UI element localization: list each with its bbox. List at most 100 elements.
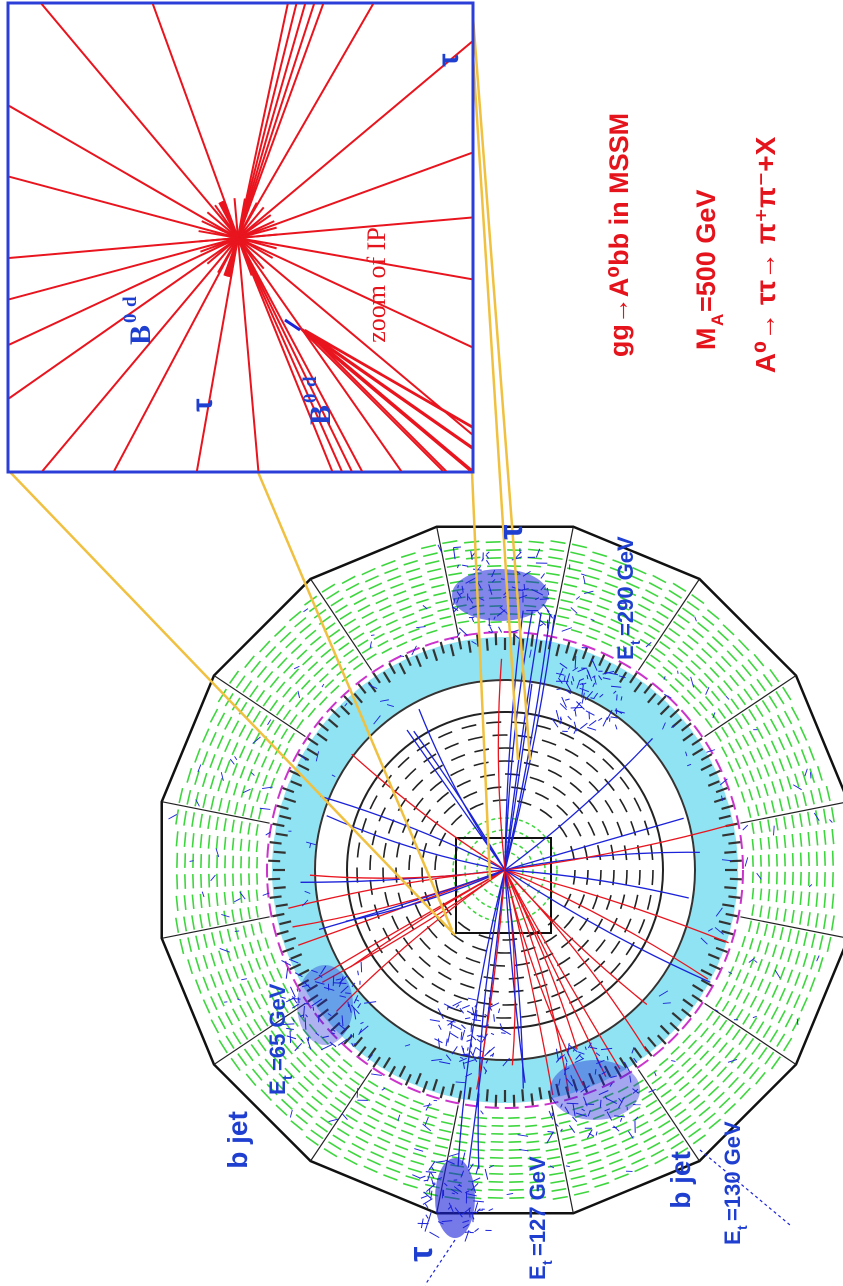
hit [353, 995, 359, 1004]
calo-segment [528, 548, 543, 552]
hit [623, 1061, 631, 1072]
hit [434, 1038, 443, 1044]
tracker-dash [643, 820, 650, 836]
tracker-dash [450, 814, 463, 826]
hit [587, 726, 597, 731]
tau-right-label: τ [492, 524, 530, 539]
hit [474, 1228, 479, 1233]
calo-segment [257, 1039, 267, 1052]
hit [592, 682, 596, 688]
calo-segment [334, 604, 348, 614]
calo-segment [509, 1196, 525, 1199]
module-tick [530, 1093, 534, 1106]
calo-segment [442, 540, 458, 545]
calo-segment [246, 749, 253, 762]
calo-segment [691, 593, 705, 605]
hit [581, 1108, 585, 1112]
calo-segment [343, 648, 354, 658]
calo-segment [232, 782, 239, 796]
module-tick [659, 1024, 670, 1035]
zoom-label: zoom of IP [362, 227, 391, 343]
track [504, 869, 570, 1092]
hit [462, 1059, 476, 1065]
calo-segment [425, 560, 440, 565]
tracker-dash [459, 968, 474, 976]
calo-segment [282, 709, 292, 721]
calo-segment [606, 1150, 620, 1158]
hit [557, 677, 563, 684]
calo-segment [794, 794, 800, 808]
calo-segment [314, 1064, 325, 1075]
calo-segment [624, 1142, 639, 1151]
calo-segment [663, 1063, 674, 1073]
calo-segment [420, 544, 437, 550]
calo-segment [260, 1014, 269, 1027]
track [504, 612, 542, 871]
calo-segment [349, 589, 364, 599]
hit [338, 975, 348, 984]
calo-segment [269, 676, 280, 688]
hit [487, 624, 492, 627]
hit [464, 1017, 471, 1020]
hit [564, 1056, 568, 1063]
calo-segment [646, 1141, 661, 1151]
hit [487, 1002, 500, 1009]
hit [519, 1149, 529, 1152]
module-tick [700, 978, 713, 987]
track [318, 869, 506, 931]
zoom-track [151, 4, 253, 276]
hit [714, 1009, 719, 1012]
calo-segment [326, 590, 340, 600]
hit [555, 1055, 562, 1063]
calo-segment [683, 1088, 695, 1098]
tracker-dash [625, 941, 635, 956]
hit [706, 749, 716, 753]
calo-segment [663, 634, 676, 644]
hit [614, 1115, 625, 1118]
module-tick [290, 780, 303, 787]
calo-segment [710, 690, 721, 702]
hit [459, 1056, 464, 1060]
calo-segment [194, 979, 202, 994]
calo-segment [409, 1107, 422, 1113]
calo-segment [217, 1015, 227, 1030]
tracker-dash [593, 960, 606, 973]
calo-segment [224, 759, 231, 774]
calo-segment [698, 701, 708, 712]
hit [304, 890, 311, 894]
calo-segment [253, 752, 261, 765]
hit [420, 1195, 428, 1199]
calo-segment [762, 802, 768, 815]
calo-segment [295, 1113, 309, 1125]
calo-segment [604, 633, 616, 640]
hit [569, 1124, 576, 1134]
calo-segment [585, 574, 600, 581]
bjet-cluster-lower [550, 1060, 640, 1120]
calo-segment [199, 914, 204, 929]
calo-segment [194, 748, 201, 763]
calo-segment [282, 982, 290, 994]
calo-segment [815, 831, 819, 846]
tracker-dash [429, 820, 439, 835]
calo-segment [378, 604, 392, 612]
calo-segment [407, 1167, 423, 1174]
tracker-dash [590, 980, 604, 992]
tracker-dash [539, 808, 553, 819]
tracker-dash [387, 819, 395, 834]
calo-segment [547, 564, 562, 568]
calo-segment [727, 722, 736, 734]
calo-segment [277, 1048, 287, 1060]
tracker-dash [436, 791, 450, 803]
calo-segment [509, 1188, 524, 1191]
zoom-track [201, 220, 472, 349]
tracker-dash [604, 778, 615, 792]
hit [592, 675, 596, 678]
calo-segment [707, 1085, 720, 1097]
module-tick [404, 1073, 412, 1086]
calo-segment [705, 1055, 716, 1067]
calo-segment [207, 815, 211, 830]
calo-segment [775, 889, 779, 903]
calo-segment [183, 916, 188, 932]
calo-segment [371, 1107, 383, 1115]
module-tick [700, 763, 713, 772]
